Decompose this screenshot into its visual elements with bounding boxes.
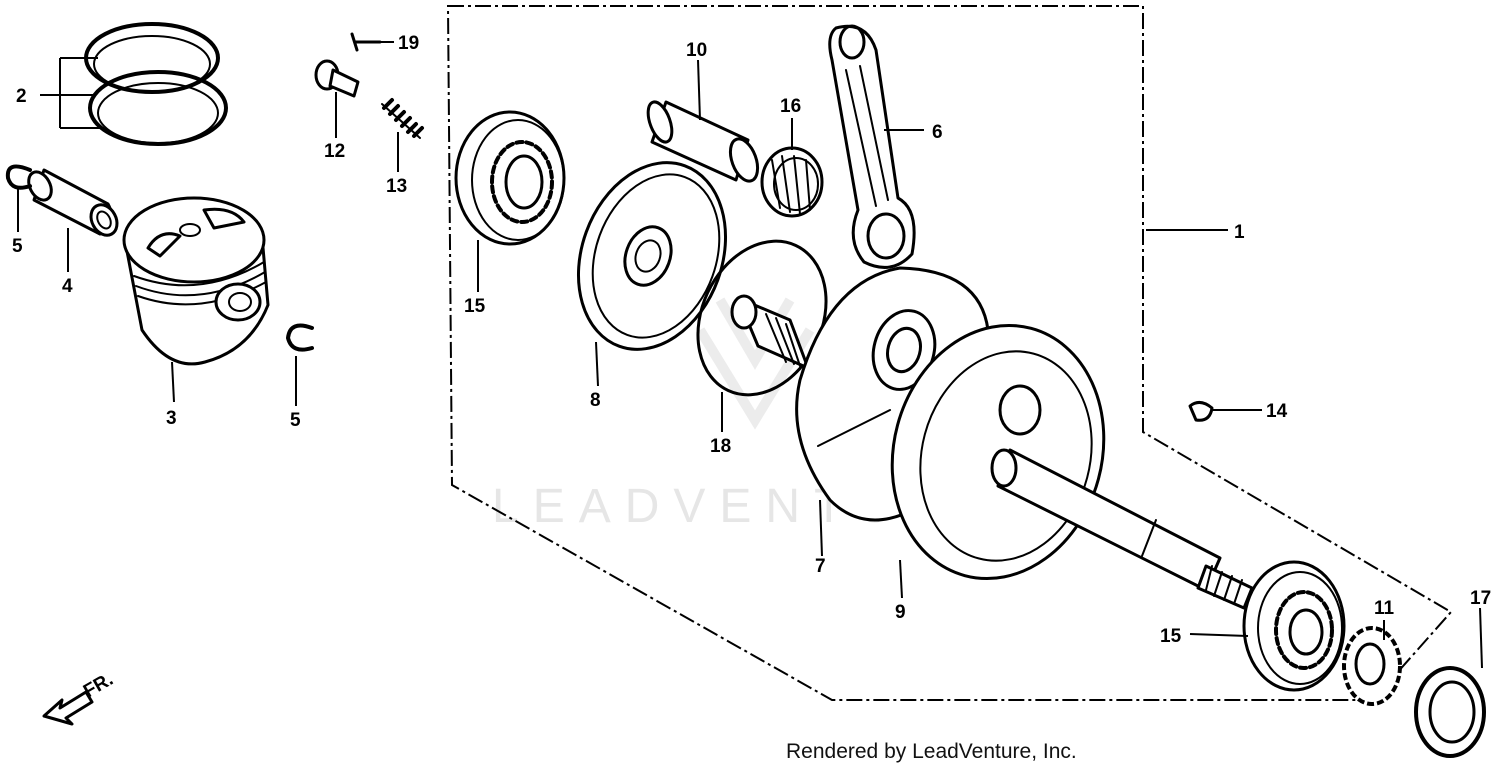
callout-19: 19: [398, 33, 419, 54]
callout-10: 10: [686, 40, 707, 61]
piston-pin-clip-right: [286, 323, 314, 352]
callout-13: 13: [386, 176, 407, 197]
needle-bearing: [760, 146, 824, 218]
callout-15-right: 15: [1160, 626, 1182, 647]
nut: [1342, 626, 1402, 706]
woodruff-key: [1188, 401, 1214, 422]
callout-6: 6: [932, 122, 943, 143]
crankshaft-assembly-boundary: [446, 5, 1453, 701]
callout-11: 11: [1374, 598, 1395, 619]
piston-pin: [27, 168, 119, 237]
callout-1: 1: [1234, 222, 1245, 243]
callout-labels: 1 2 3 4 5 5 6 7 8 9 10 11 12 13 14 15 15…: [12, 33, 1491, 647]
callout-17: 17: [1470, 588, 1491, 609]
callout-2: 2: [16, 86, 27, 107]
callout-5-left: 5: [12, 236, 23, 257]
callout-16: 16: [780, 96, 801, 117]
bearing-right: [1242, 560, 1346, 692]
crank-web-right: [890, 323, 1254, 610]
callout-14: 14: [1266, 401, 1288, 422]
piston-rings: [84, 22, 228, 146]
piston-pin-clip-left: [5, 164, 32, 190]
crank-washer: [576, 161, 728, 351]
callout-3: 3: [166, 408, 177, 429]
callout-5-right: 5: [290, 410, 301, 431]
bearing-left: [454, 110, 566, 246]
callout-9: 9: [895, 602, 906, 623]
spring: [381, 98, 424, 139]
bolt: [314, 59, 360, 98]
crank-pin: [646, 100, 760, 183]
callout-18: 18: [710, 436, 731, 457]
leader-lines: [17, 41, 1483, 669]
callout-7: 7: [815, 556, 826, 577]
callout-8: 8: [590, 390, 601, 411]
front-direction-arrow: FR.: [42, 669, 117, 726]
oil-seal: [1414, 666, 1486, 758]
render-credit: Rendered by LeadVenture, Inc.: [786, 740, 1077, 763]
small-pin: [350, 32, 382, 52]
callout-4: 4: [62, 276, 73, 297]
connecting-rod: [828, 24, 916, 269]
callout-12: 12: [324, 141, 345, 162]
piston: [122, 196, 270, 366]
callout-15-left: 15: [464, 296, 486, 317]
